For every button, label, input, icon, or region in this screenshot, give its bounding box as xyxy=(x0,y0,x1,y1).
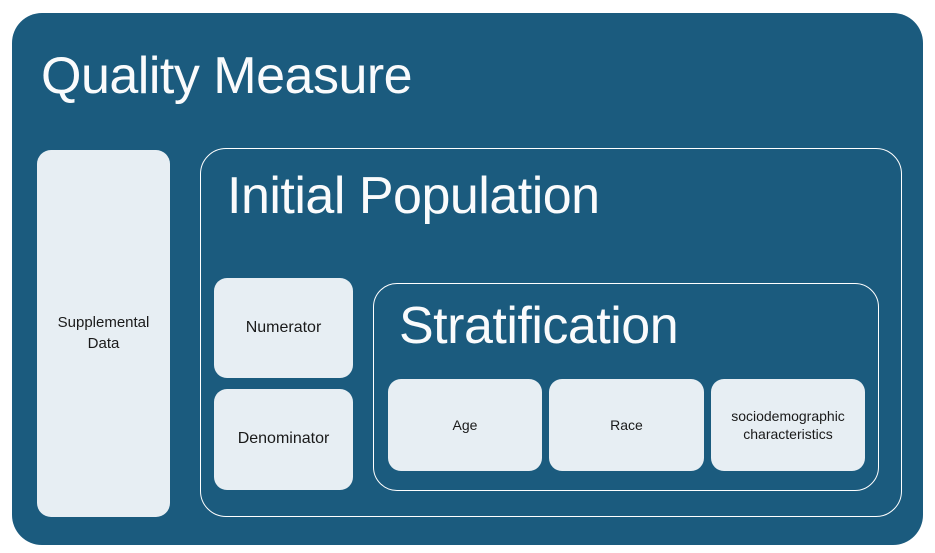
numerator-label: Numerator xyxy=(245,318,322,336)
quality-measure-title: Quality Measure xyxy=(41,47,413,105)
stratification-item-age: Age xyxy=(388,379,542,471)
age-label: Age xyxy=(452,416,478,433)
stratification-item-sociodemographic: sociodemographic characteristics xyxy=(711,379,865,471)
initial-population-title: Initial Population xyxy=(227,167,600,225)
numerator-box: Numerator xyxy=(214,278,353,378)
race-label: Race xyxy=(610,416,643,433)
stratification-container: Stratification Age Race sociodemographic… xyxy=(373,283,879,491)
stratification-items: Age Race sociodemographic characteristic… xyxy=(388,379,865,471)
supplemental-data-label: Supplemental Data xyxy=(57,314,150,352)
sociodemographic-label: sociodemographic characteristics xyxy=(731,407,845,442)
quality-measure-container: Quality Measure Supplemental Data Initia… xyxy=(12,13,923,545)
stratification-item-race: Race xyxy=(549,379,704,471)
stratification-title: Stratification xyxy=(399,297,679,355)
denominator-box: Denominator xyxy=(214,389,353,490)
denominator-label: Denominator xyxy=(237,430,330,448)
initial-population-container: Initial Population Numerator Denominator… xyxy=(200,148,902,517)
supplemental-data-box: Supplemental Data xyxy=(37,150,170,517)
